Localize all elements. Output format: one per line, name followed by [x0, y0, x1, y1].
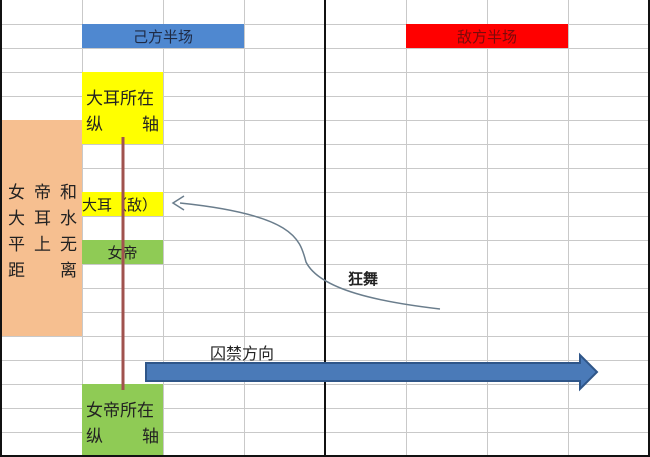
note-char: 女 — [8, 183, 25, 203]
wild-dance-curve-arrow — [179, 202, 441, 310]
grid-column-line — [163, 0, 164, 457]
empress-axis-line1: 女帝所在 — [86, 401, 154, 421]
note-char: 距 — [8, 261, 25, 281]
empress-axis-box: 女帝所在 纵 轴 — [82, 384, 163, 457]
enemy-half-label: 敌方半场 — [456, 27, 517, 46]
enemy-half-header: 敌方半场 — [406, 24, 568, 48]
big-ear-axis-line2-left: 纵 — [86, 115, 103, 135]
wild-dance-label: 狂舞 — [348, 270, 379, 288]
big-ear-axis-box: 大耳所在 纵 轴 — [82, 72, 163, 144]
grid-column-line — [244, 0, 245, 457]
big-ear-axis-line2-right: 轴 — [142, 115, 159, 135]
half-court-divider — [324, 0, 326, 457]
distance-note-text: 女 帝 和 大 耳 水 平 上 无 距 离 — [8, 178, 80, 282]
confine-direction-arrow — [145, 352, 599, 392]
confine-direction-label: 囚禁方向 — [210, 344, 275, 363]
note-char: 水 — [60, 209, 77, 229]
note-char: 上 — [34, 235, 51, 255]
grid-column-line — [406, 0, 407, 457]
grid-column-line — [487, 0, 488, 457]
big-ear-axis-line1: 大耳所在 — [86, 89, 154, 109]
note-char: 平 — [8, 235, 25, 255]
note-char: 和 — [60, 183, 77, 203]
note-char: 无 — [60, 235, 77, 255]
empress-axis-line2-left: 纵 — [86, 427, 103, 447]
arrowhead-icon — [171, 195, 185, 211]
empress-axis-line2-right: 轴 — [142, 427, 159, 447]
note-char: 帝 — [34, 183, 51, 203]
note-char: 大 — [8, 209, 25, 229]
grid-column-line — [568, 0, 569, 457]
distance-note-box: 女 帝 和 大 耳 水 平 上 无 距 离 — [2, 120, 82, 336]
own-half-header: 己方半场 — [82, 24, 244, 48]
note-char: 耳 — [34, 209, 51, 229]
big-ear-enemy-label: 大耳（敌） — [82, 195, 158, 214]
note-char: 离 — [60, 261, 77, 281]
grid-column-line — [82, 0, 83, 457]
own-half-label: 己方半场 — [132, 27, 193, 46]
